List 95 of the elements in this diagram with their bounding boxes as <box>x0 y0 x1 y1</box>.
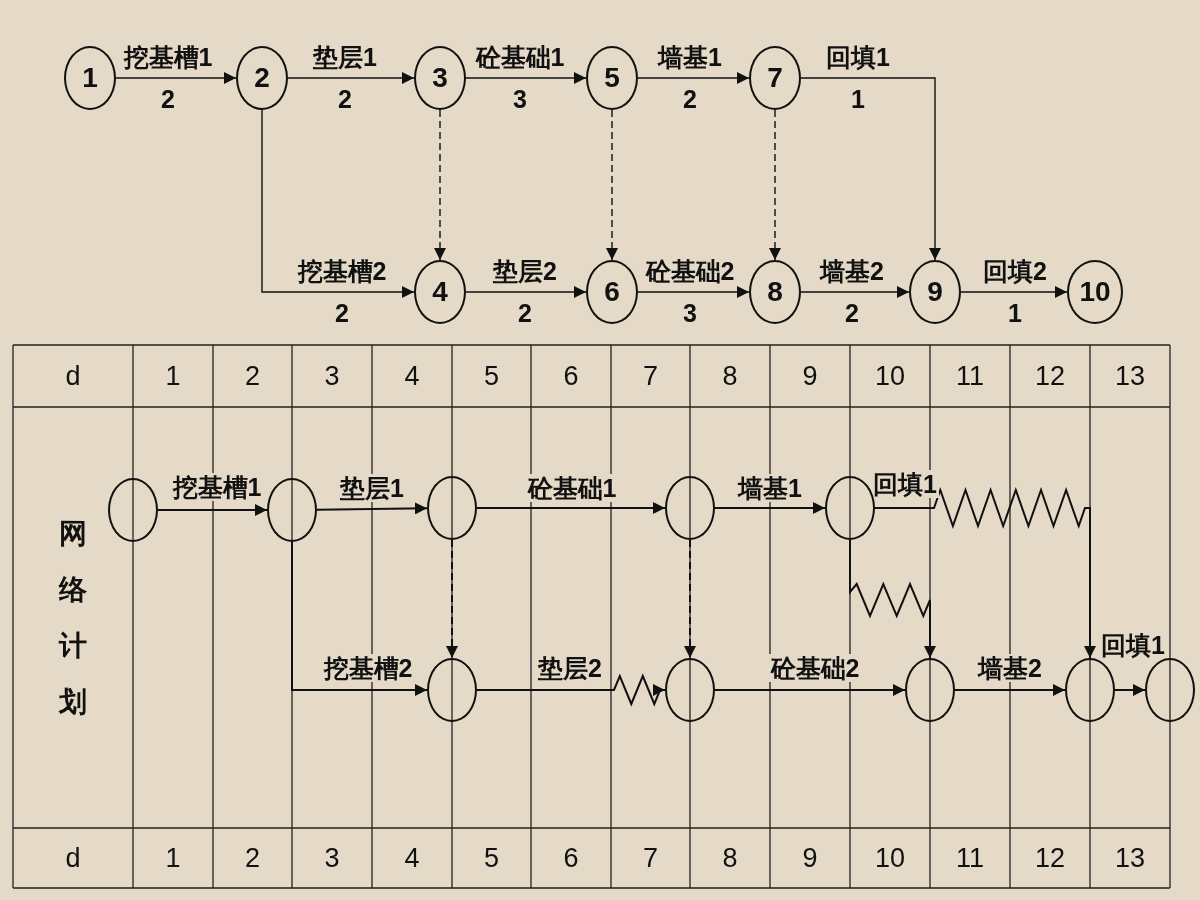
arrow <box>800 286 910 298</box>
edge-label: 垫层2 <box>536 654 604 682</box>
edge-label: 砼基础2 <box>768 654 862 682</box>
event-circle <box>267 478 317 542</box>
arrow <box>316 502 428 515</box>
day-number: 9 <box>802 842 818 874</box>
day-number: 2 <box>245 360 260 392</box>
day-number: 1 <box>165 842 181 874</box>
arrow <box>637 72 750 84</box>
arrow <box>261 109 415 298</box>
day-number: 5 <box>484 842 499 874</box>
day-number: 2 <box>245 842 260 874</box>
day-number: 6 <box>563 842 579 874</box>
row-heading: 网络计划 <box>57 516 88 719</box>
event-circle: 10 <box>1067 260 1123 324</box>
edge-label: 挖基槽2 2 <box>297 256 387 329</box>
dashed-arrow <box>606 109 618 261</box>
arrow <box>157 504 268 516</box>
event-circle <box>427 476 477 540</box>
arrow <box>115 72 237 84</box>
event-circle: 7 <box>749 46 801 110</box>
edge-label: 砼基础1 <box>525 474 619 502</box>
event-circle <box>1065 658 1115 722</box>
arrow <box>291 541 428 696</box>
unit-label: d <box>65 842 81 874</box>
day-number: 1 <box>165 360 181 392</box>
arrow <box>465 72 587 84</box>
dashed-arrow <box>434 109 446 261</box>
edge-label: 墙基2 2 <box>820 256 884 329</box>
edge-label: 砼基础2 3 <box>645 256 735 329</box>
arrow <box>714 502 826 514</box>
event-circle: 9 <box>909 260 961 324</box>
day-number: 5 <box>484 360 499 392</box>
edge-label: 垫层1 <box>338 474 406 502</box>
edge-label: 垫层2 2 <box>493 256 557 329</box>
arrow <box>874 486 1096 659</box>
dashed-arrow <box>446 539 458 659</box>
event-circle <box>905 658 955 722</box>
arrow <box>800 77 941 261</box>
day-number: 3 <box>324 360 340 392</box>
day-number: 13 <box>1114 360 1145 392</box>
dashed-arrow <box>769 109 781 261</box>
event-circle <box>665 658 715 722</box>
event-circle: 8 <box>749 260 801 324</box>
day-number: 7 <box>643 360 658 392</box>
arrow <box>714 684 906 696</box>
day-number: 8 <box>722 842 738 874</box>
arrow <box>476 502 666 514</box>
event-circle: 3 <box>414 46 466 110</box>
day-number: 12 <box>1034 842 1065 874</box>
day-number: 10 <box>874 360 905 392</box>
event-circle: 5 <box>586 46 638 110</box>
edge-label: 回填1 <box>1099 631 1167 659</box>
event-circle: 2 <box>236 46 288 110</box>
arrow <box>960 286 1068 298</box>
edge-label: 挖基槽1 2 <box>123 42 213 115</box>
day-number: 12 <box>1034 360 1065 392</box>
edge-label: 回填1 1 <box>826 42 890 115</box>
day-number: 4 <box>404 360 420 392</box>
edge-label: 墙基1 2 <box>658 42 722 115</box>
edge-label: 砼基础1 3 <box>475 42 565 115</box>
day-number: 8 <box>722 360 738 392</box>
arrow <box>1114 684 1146 696</box>
edge-label: 回填2 1 <box>983 256 1047 329</box>
arrow <box>476 673 666 707</box>
edge-label: 墙基1 <box>736 474 804 502</box>
edge-label: 回填1 <box>871 470 939 498</box>
unit-label: d <box>65 360 81 392</box>
day-number: 11 <box>956 842 984 874</box>
arrow <box>954 684 1066 696</box>
day-number: 6 <box>563 360 579 392</box>
arrow <box>637 286 750 298</box>
day-number: 11 <box>956 360 984 392</box>
edge-label: 墙基2 <box>976 654 1044 682</box>
event-circle: 1 <box>64 46 116 110</box>
day-number: 7 <box>643 842 658 874</box>
event-circle <box>108 478 158 542</box>
event-circle <box>1145 658 1195 722</box>
day-number: 10 <box>874 842 905 874</box>
edge-label: 垫层1 2 <box>313 42 377 115</box>
day-number: 9 <box>802 360 818 392</box>
edge-label: 挖基槽1 <box>170 473 264 501</box>
event-circle: 6 <box>586 260 638 324</box>
event-circle <box>665 476 715 540</box>
arrow <box>849 539 936 659</box>
event-circle <box>427 658 477 722</box>
arrow <box>287 72 415 84</box>
day-number: 3 <box>324 842 340 874</box>
dashed-arrow <box>684 539 696 659</box>
event-circle <box>825 476 875 540</box>
day-number: 13 <box>1114 842 1145 874</box>
event-circle: 4 <box>414 260 466 324</box>
edge-label: 挖基槽2 <box>321 654 415 682</box>
day-number: 4 <box>404 842 420 874</box>
arrow <box>465 286 587 298</box>
